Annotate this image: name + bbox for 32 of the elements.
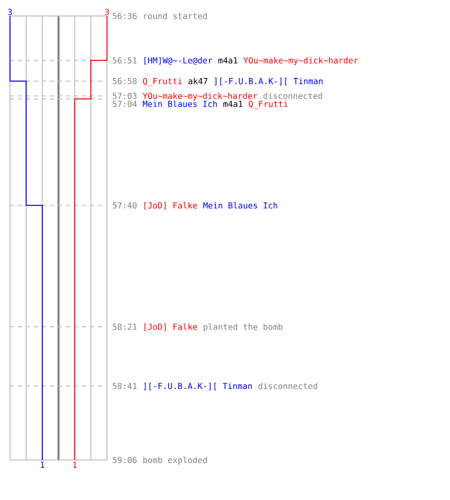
log-text: [HM]W@~-Le@der [144,57,212,65]
time-label: 57:40 [112,202,137,209]
log-text: disconnected [258,382,318,390]
log-text: Mein Blaues Ich [142,100,217,108]
log-text: [JoD] Falke [144,323,198,331]
time-label: 56:58 [112,78,137,84]
log-text: planted the bomb [204,323,282,332]
log-text: Mein Blaues Ich [203,202,278,209]
log-text: m4a1 [218,57,238,64]
log-text: ][-F.U.B.A.K-][ Tinman [214,78,323,86]
log-text: disconnected [263,92,322,100]
count-label: 1 [40,462,44,468]
time-label: 58:41 [112,382,137,390]
log-text: m4a1 [223,100,242,108]
time-label: 59:06 [112,456,137,464]
log-text: ][-F.U.B.A.K-][ Tinman [144,382,252,390]
count-label: 1 [73,462,77,468]
time-label: 56:51 [112,57,137,64]
log-text: bomb exploded [143,456,207,465]
time-label: 56:36 [112,12,137,20]
time-label: 58:21 [112,324,137,330]
log-text: Q_Frutti [143,78,182,86]
count-label: 3 [8,8,12,16]
log-text: ak47 [188,78,208,84]
time-label: 57:04 [112,100,137,108]
log-text: [JoD] Falke [144,202,198,210]
time-label: 57:03 [112,92,137,100]
log-text: YOu~make~my~dick~harder [244,57,358,66]
log-text: Q_Frutti [248,100,288,109]
count-label: 3 [105,8,109,16]
log-text: round started [144,12,207,20]
log-text: YOu~make~my~dick~harder [142,92,258,101]
